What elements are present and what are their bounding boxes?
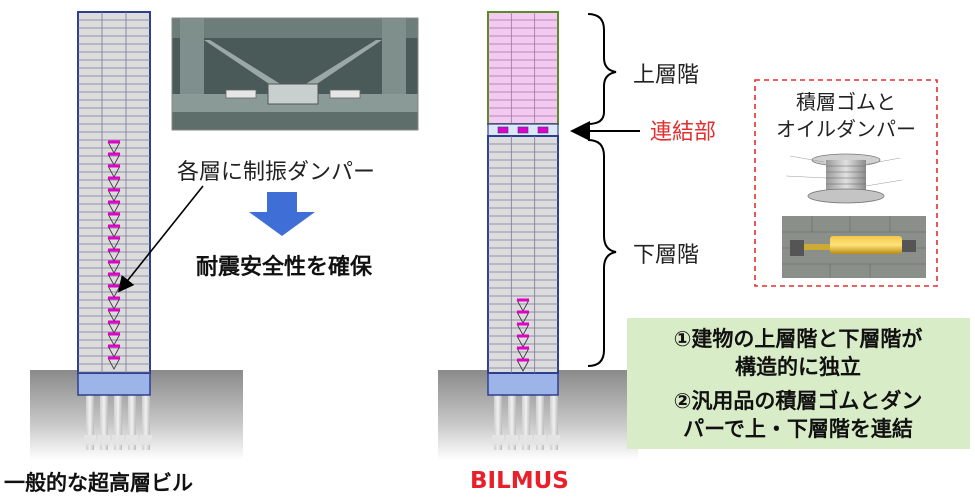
feature-box bbox=[627, 318, 970, 449]
feature-line-1: ①建物の上層階と下層階が bbox=[674, 327, 923, 351]
pile bbox=[494, 395, 502, 450]
pile bbox=[142, 395, 150, 450]
pile-cap bbox=[506, 435, 518, 445]
pile-cap bbox=[98, 435, 110, 445]
damper-mark bbox=[108, 332, 120, 336]
upper-brace bbox=[587, 13, 617, 125]
upper-label: 上層階 bbox=[633, 63, 699, 88]
pile-cap bbox=[520, 435, 532, 445]
pile-cap bbox=[112, 435, 124, 445]
damper-mark bbox=[108, 344, 120, 348]
left-building-caption: 一般的な超高層ビル bbox=[4, 471, 193, 495]
damper-mark bbox=[108, 248, 120, 252]
joint-bearing bbox=[517, 126, 529, 134]
lower-brace bbox=[587, 139, 617, 367]
damper-mark bbox=[108, 212, 120, 216]
damper-mark bbox=[517, 346, 529, 350]
pile-cap bbox=[548, 435, 560, 445]
result-label: 耐震安全性を確保 bbox=[196, 254, 373, 280]
damper-label: 各層に制振ダンパー bbox=[177, 160, 375, 185]
brace-mark bbox=[107, 357, 121, 370]
damper-mark bbox=[108, 320, 120, 324]
rubber-bearing-illustration bbox=[785, 153, 903, 204]
left-piles bbox=[84, 395, 152, 450]
left-floors bbox=[78, 12, 150, 373]
damper-mark bbox=[108, 188, 120, 192]
pile bbox=[522, 395, 530, 450]
right-foundation bbox=[487, 372, 559, 396]
component-title-1: 積層ゴムと bbox=[796, 90, 896, 114]
lower-floors-block bbox=[487, 135, 559, 374]
right-building bbox=[438, 11, 638, 460]
steel-frame-photo bbox=[171, 17, 419, 131]
damper-mark bbox=[108, 272, 120, 276]
pile bbox=[100, 395, 108, 450]
joint-bearing bbox=[537, 126, 549, 134]
damper-mark bbox=[108, 356, 120, 360]
damper-mark bbox=[517, 358, 529, 362]
damper-mark bbox=[108, 260, 120, 264]
pile-cap bbox=[84, 435, 96, 445]
pile-cap bbox=[126, 435, 138, 445]
pointer-arrow bbox=[118, 185, 204, 293]
damper-mark bbox=[108, 224, 120, 228]
damper-mark bbox=[108, 140, 120, 144]
damper-mark bbox=[108, 236, 120, 240]
feature-line-4: パーで上・下層階を連結 bbox=[683, 417, 913, 441]
pile bbox=[550, 395, 558, 450]
right-dampers bbox=[516, 298, 530, 372]
damper-mark bbox=[108, 152, 120, 156]
joint-label: 連結部 bbox=[650, 120, 716, 145]
left-building bbox=[30, 11, 243, 460]
damper-mark bbox=[517, 298, 529, 302]
pile bbox=[128, 395, 136, 450]
damper-mark bbox=[108, 200, 120, 204]
feature-line-3: ②汎用品の積層ゴムとダン bbox=[674, 389, 923, 413]
oil-damper-photo bbox=[782, 216, 926, 278]
right-building-caption: BILMUS bbox=[470, 468, 569, 494]
pile-cap bbox=[492, 435, 504, 445]
right-piles bbox=[492, 395, 560, 450]
left-tower bbox=[77, 11, 151, 374]
left-foundation bbox=[77, 372, 151, 396]
joint-bearing bbox=[497, 126, 509, 134]
damper-mark bbox=[108, 296, 120, 300]
damper-mark bbox=[517, 322, 529, 326]
pile-cap bbox=[140, 435, 152, 445]
damper-mark bbox=[108, 164, 120, 168]
pile bbox=[536, 395, 544, 450]
upper-floor-lines bbox=[488, 12, 558, 124]
left-dampers bbox=[107, 140, 121, 370]
pile bbox=[508, 395, 516, 450]
damper-mark bbox=[108, 284, 120, 288]
pile bbox=[86, 395, 94, 450]
lower-label: 下層階 bbox=[633, 243, 699, 268]
feature-line-2: 構造的に独立 bbox=[735, 355, 861, 379]
damper-mark bbox=[108, 176, 120, 180]
brace-mark bbox=[516, 359, 530, 372]
pile-cap bbox=[534, 435, 546, 445]
damper-mark bbox=[108, 308, 120, 312]
damper-mark bbox=[517, 310, 529, 314]
down-arrow-icon bbox=[249, 192, 315, 236]
component-title-2: オイルダンパー bbox=[776, 117, 916, 141]
damper-mark bbox=[517, 334, 529, 338]
pile bbox=[114, 395, 122, 450]
joint-bearings bbox=[497, 126, 549, 134]
